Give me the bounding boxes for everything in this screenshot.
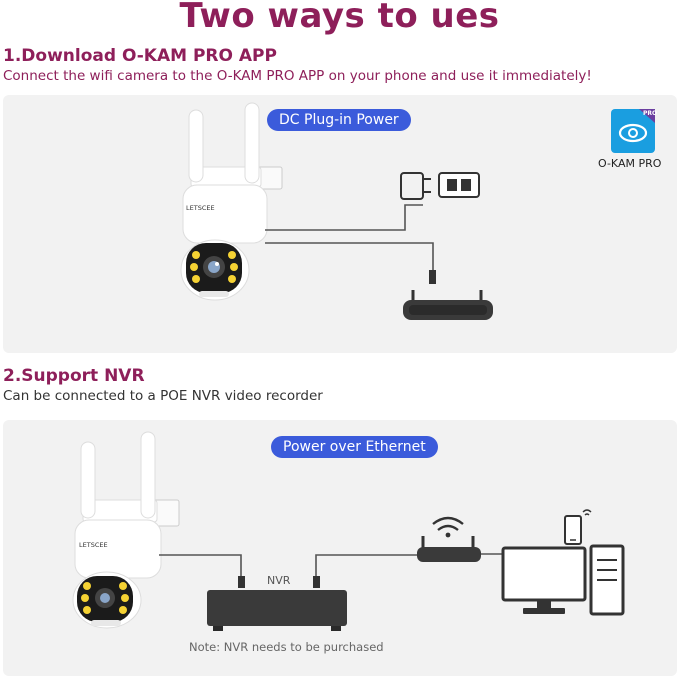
section2-panel: LETSCEE [3, 420, 677, 676]
camera-brand-label: LETSCEE [186, 204, 215, 212]
camera-icon: LETSCEE [180, 102, 283, 301]
router-icon [417, 536, 481, 562]
monitor-icon [501, 546, 587, 614]
nvr-label: NVR [267, 574, 291, 587]
page-title: Two ways to ues [179, 0, 500, 36]
app-pro-badge: PRO [643, 110, 658, 117]
eye-logo-icon [618, 123, 648, 143]
section2-diagram: LETSCEE [72, 431, 625, 631]
camera-brand-label: LETSCEE [79, 541, 108, 549]
poe-pill: Power over Ethernet [271, 436, 438, 458]
pc-tower-icon [589, 544, 625, 616]
power-socket-icon [438, 172, 480, 198]
dc-power-pill: DC Plug-in Power [267, 109, 411, 131]
nvr-icon [207, 590, 347, 631]
phone-icon [564, 509, 592, 545]
section2-title: 2.Support NVR [3, 366, 145, 386]
camera-icon: LETSCEE [72, 431, 180, 629]
section1-description: Connect the wifi camera to the O-KAM PRO… [3, 68, 592, 84]
power-plug-icon [400, 172, 431, 200]
section1-diagram: LETSCEE [180, 102, 493, 320]
wifi-icon [432, 516, 464, 538]
section1-title: 1.Download O-KAM PRO APP [3, 46, 277, 66]
nvr-note: Note: NVR needs to be purchased [189, 640, 384, 654]
section2-description: Can be connected to a POE NVR video reco… [3, 388, 323, 404]
section1-panel: LETSCEE [3, 95, 677, 353]
app-name-label: O-KAM PRO [598, 157, 662, 170]
router-icon [403, 270, 493, 320]
